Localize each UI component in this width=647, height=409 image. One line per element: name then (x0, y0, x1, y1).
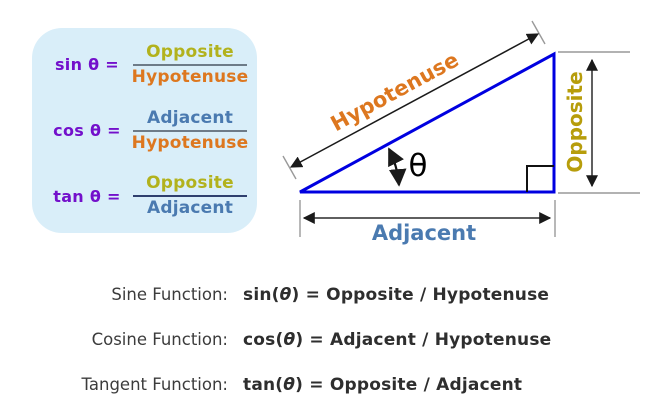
sin-denominator: Hypotenuse (131, 66, 249, 87)
theta-angle-label: θ (409, 148, 428, 184)
formula-row-cos: cos θ = Adjacent Hypotenuse (32, 98, 257, 164)
right-triangle-diagram: Hypotenuse Opposite Adjacent θ (282, 20, 640, 245)
cos-fraction: Adjacent Hypotenuse (130, 108, 250, 154)
theta-symbol: θ (279, 284, 292, 305)
sin-label: sin θ = (54, 55, 120, 75)
definition-row-tangent: Tangent Function: tan(θ) = Opposite / Ad… (0, 362, 647, 407)
sin-fraction: Opposite Hypotenuse (130, 42, 250, 88)
formula-row-sin: sin θ = Opposite Hypotenuse (32, 32, 257, 98)
formula-prefix: tan( (243, 374, 284, 395)
tan-label: tan θ = (53, 186, 121, 206)
theta-symbol: θ (283, 374, 296, 395)
definition-row-cosine: Cosine Function: cos(θ) = Adjacent / Hyp… (0, 317, 647, 362)
tangent-function-name: Tangent Function: (81, 375, 228, 394)
hypotenuse-extension-line (531, 20, 546, 45)
definition-row-sine: Sine Function: sin(θ) = Opposite / Hypot… (0, 272, 647, 317)
fraction-bar (133, 195, 247, 198)
formula-prefix: cos( (243, 329, 284, 350)
cosine-function-name: Cosine Function: (91, 330, 228, 349)
formula-row-tan: tan θ = Opposite Adjacent (32, 163, 257, 229)
tan-numerator: Opposite (146, 173, 234, 194)
hypotenuse-extension-line (282, 155, 297, 180)
tan-denominator: Adjacent (146, 198, 234, 219)
formula-suffix: ) = Adjacent / Hypotenuse (295, 329, 552, 350)
adjacent-side-label: Adjacent (372, 221, 476, 245)
tangent-function-formula: tan(θ) = Opposite / Adjacent (243, 375, 522, 395)
function-definitions: Sine Function: sin(θ) = Opposite / Hypot… (0, 272, 647, 407)
theta-symbol: θ (283, 329, 296, 350)
sine-function-name: Sine Function: (111, 285, 228, 304)
cos-numerator: Adjacent (146, 107, 234, 128)
formula-card: sin θ = Opposite Hypotenuse cos θ = Adja… (32, 28, 257, 233)
cosine-function-formula: cos(θ) = Adjacent / Hypotenuse (243, 330, 551, 350)
angle-arc-arrow (388, 147, 407, 187)
fraction-bar (133, 129, 247, 132)
tan-fraction: Opposite Adjacent (130, 173, 250, 219)
right-angle-marker (526, 165, 554, 192)
formula-suffix: ) = Opposite / Hypotenuse (291, 284, 550, 305)
hypotenuse-dimension-arrow (289, 33, 540, 168)
formula-prefix: sin( (243, 284, 280, 305)
opposite-side-label: Opposite (563, 71, 587, 172)
sine-function-formula: sin(θ) = Opposite / Hypotenuse (243, 285, 549, 305)
triangle-shape (299, 51, 556, 194)
formula-suffix: ) = Opposite / Adjacent (295, 374, 523, 395)
sin-numerator: Opposite (146, 41, 234, 62)
fraction-bar (133, 63, 247, 66)
cos-label: cos θ = (53, 121, 121, 140)
cos-denominator: Hypotenuse (131, 132, 249, 153)
hypotenuse-side-label: Hypotenuse (327, 48, 463, 137)
